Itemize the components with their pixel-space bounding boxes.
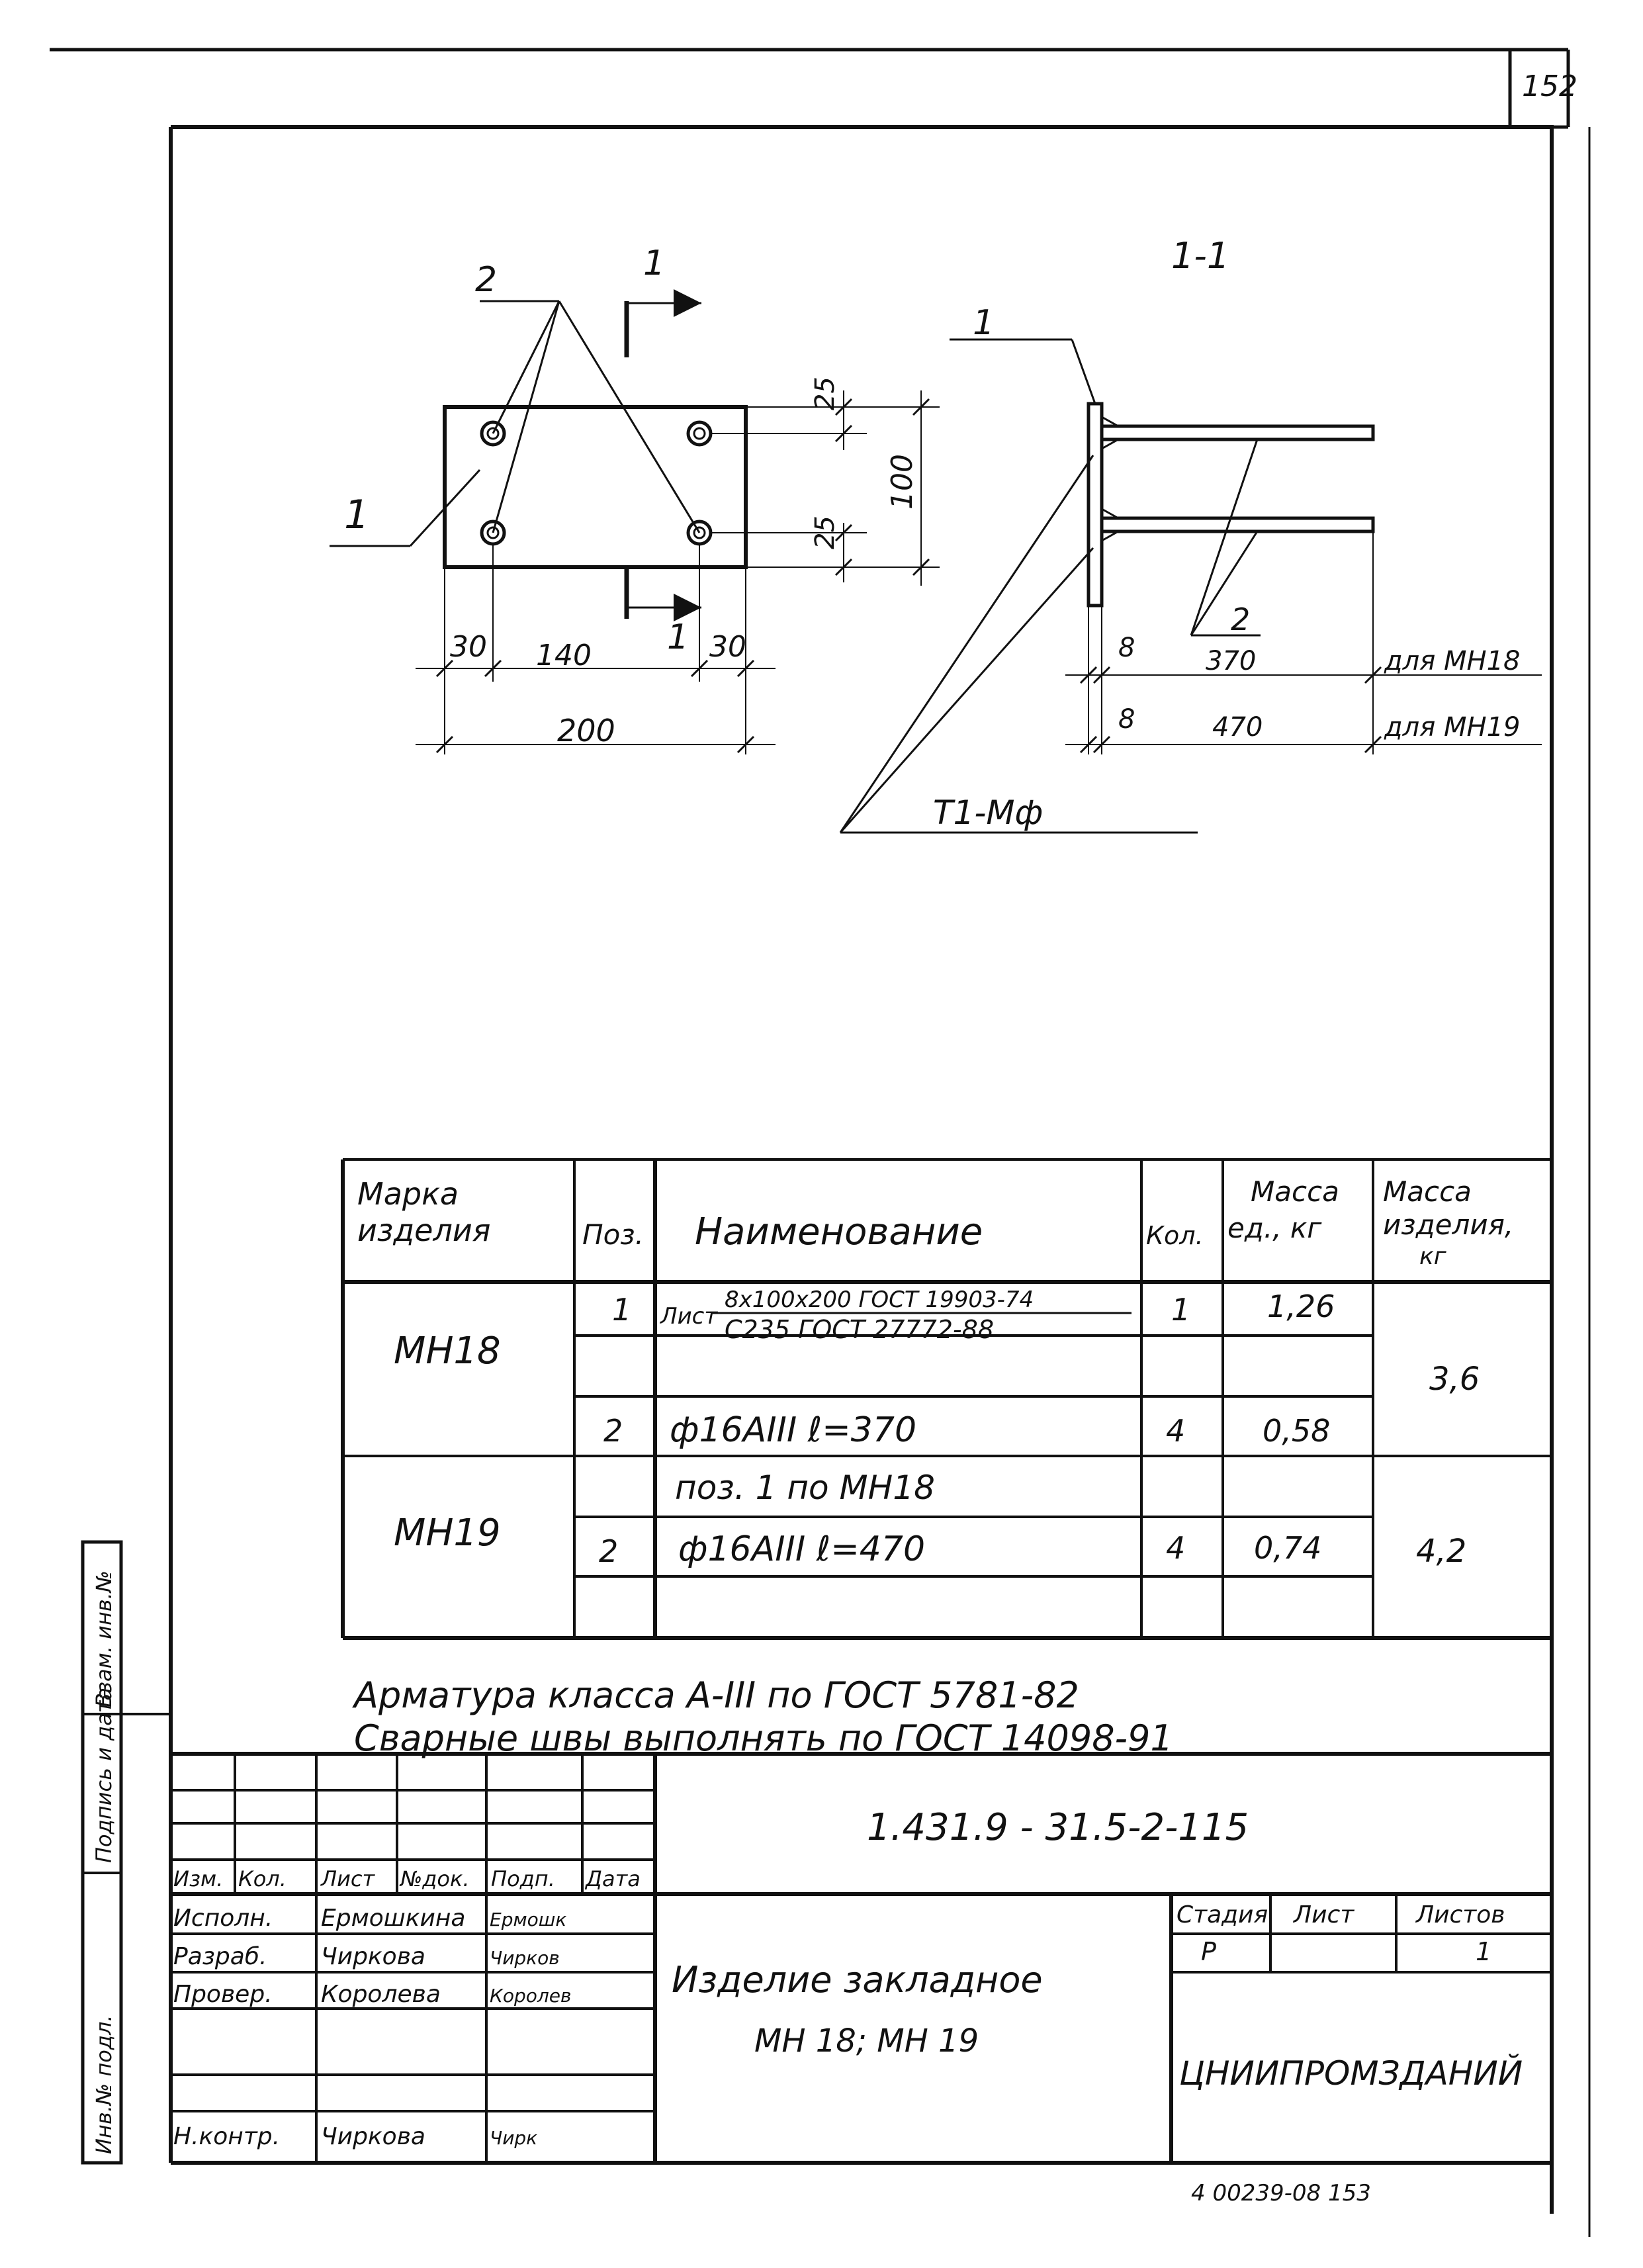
col-list: Лист <box>320 1866 375 1891</box>
dim-100: 100 <box>885 454 919 510</box>
callout-bars: 2 <box>475 260 497 300</box>
col-izm: Изм. <box>173 1866 223 1891</box>
title-line-2: МН 18; МН 19 <box>754 2022 979 2060</box>
role-3: Н.контр. <box>173 2123 280 2150</box>
mn18-mass2: 0,58 <box>1263 1413 1330 1449</box>
hdr-mark-2: изделия <box>357 1212 490 1248</box>
mn18-qty2: 4 <box>1166 1413 1185 1449</box>
hdr-item-mass-2: изделия, <box>1383 1208 1513 1241</box>
col-kol: Кол. <box>238 1866 287 1891</box>
mn18-sheet-top: 8x100x200 ГОСТ 19903-74 <box>725 1287 1034 1313</box>
role-1: Разраб. <box>173 1943 267 1970</box>
hdr-item-mass-1: Масса <box>1383 1175 1472 1208</box>
len-mn18: 370 <box>1206 646 1256 676</box>
org-name: ЦНИИПРОМЗДАНИЙ <box>1179 2054 1523 2093</box>
mn18-qty1: 1 <box>1171 1292 1190 1328</box>
hdr-name: Наименование <box>695 1210 983 1253</box>
stamp-inv: Инв.№ подл. <box>91 2015 116 2154</box>
sheets-value: 1 <box>1476 1937 1491 1966</box>
leader-line <box>1071 339 1096 404</box>
plate-section <box>1087 402 1104 608</box>
sheet-label: Лист <box>1292 1901 1354 1928</box>
hdr-unit-mass-1: Масса <box>1251 1175 1339 1208</box>
col-sign: Подп. <box>491 1866 555 1891</box>
col-date: Дата <box>584 1866 641 1891</box>
mark-mn19: МН19 <box>394 1512 501 1555</box>
hdr-qty: Кол. <box>1146 1221 1204 1250</box>
note-1: Арматура класса А-III по ГОСТ 5781-82 <box>352 1674 1079 1716</box>
footer-number: 4 00239-08 153 <box>1191 2180 1371 2206</box>
stamp-replace: Взам. инв.№ <box>91 1570 116 1707</box>
mark-mn18: МН18 <box>394 1330 501 1373</box>
anchor-bar <box>1100 516 1375 533</box>
title-block-grid <box>171 1752 1552 2165</box>
dim-25-top: 25 <box>810 377 840 410</box>
note-2: Сварные швы выполнять по ГОСТ 14098-91 <box>354 1717 1173 1759</box>
sign-2: Королев <box>490 1985 572 2007</box>
name-3: Чиркова <box>321 2123 425 2150</box>
dim-25-bottom: 25 <box>810 516 840 549</box>
mn19-mass2: 0,74 <box>1254 1530 1321 1566</box>
stamp-sign-date: Подпись и дата <box>91 1688 116 1863</box>
mn19-bar: ф16АIII ℓ=470 <box>678 1529 925 1569</box>
hdr-mark-1: Марка <box>357 1176 459 1212</box>
hdr-item-mass-3: кг <box>1419 1243 1447 1270</box>
hdr-pos: Поз. <box>582 1218 644 1251</box>
thk-1: 8 <box>1118 633 1135 663</box>
weld-symbol: Т1-Мф <box>933 794 1043 832</box>
title-line-1: Изделие закладное <box>672 1959 1043 2001</box>
sign-1: Чирков <box>490 1947 560 1969</box>
plate-plan <box>443 405 748 569</box>
leader-line <box>409 469 481 547</box>
name-0: Ермошкина <box>321 1905 465 1932</box>
mn18-bar: ф16АIII ℓ=370 <box>670 1410 916 1450</box>
dim-30-left: 30 <box>450 630 487 664</box>
dim-200: 200 <box>557 713 615 748</box>
cut-label-bottom: 1 <box>667 617 689 657</box>
mn18-sheet-bottom: С235 ГОСТ 27772-88 <box>725 1315 994 1344</box>
mn19-total: 4,2 <box>1416 1533 1466 1570</box>
leader-line <box>1190 439 1259 636</box>
bar-hole <box>480 420 506 447</box>
mn18-pos1: 1 <box>612 1292 631 1328</box>
dim-140: 140 <box>536 639 592 672</box>
callout-plate-section: 1 <box>973 303 995 343</box>
stage-value: Р <box>1201 1937 1216 1966</box>
stage-label: Стадия <box>1177 1901 1268 1928</box>
sign-3: Чирк <box>490 2127 537 2149</box>
mn18-pos2: 2 <box>603 1413 623 1449</box>
mn18-sheet-word: Лист <box>659 1303 718 1330</box>
mn18-mass1: 1,26 <box>1267 1289 1335 1324</box>
mn19-qty2: 4 <box>1166 1530 1185 1566</box>
dim-30-right: 30 <box>709 630 746 664</box>
name-2: Королева <box>321 1981 441 2008</box>
sheet-number: 152 <box>1522 69 1577 103</box>
spec-table-grid <box>341 1158 1552 1640</box>
side-stamp <box>81 1540 123 2165</box>
anchor-bar <box>1100 424 1375 441</box>
sheets-label: Листов <box>1415 1901 1505 1928</box>
cut-label-top: 1 <box>643 244 665 283</box>
doc-code: 1.431.9 - 31.5-2-115 <box>867 1806 1249 1849</box>
mn19-ref: поз. 1 по МН18 <box>675 1469 935 1507</box>
mn19-pos2: 2 <box>599 1533 618 1569</box>
name-1: Чиркова <box>321 1943 425 1970</box>
thk-2: 8 <box>1118 704 1135 735</box>
for-mn18: для МН18 <box>1384 646 1521 676</box>
col-doc: №док. <box>399 1866 469 1891</box>
frame-border <box>171 125 1554 2214</box>
section-label: 1-1 <box>1171 235 1229 277</box>
callout-bars-section: 2 <box>1231 602 1250 637</box>
bar-hole <box>686 420 713 447</box>
for-mn19: для МН19 <box>1384 712 1521 743</box>
role-2: Провер. <box>173 1981 273 2008</box>
leader-line <box>492 300 560 434</box>
mn18-total: 3,6 <box>1429 1361 1480 1398</box>
len-mn19: 470 <box>1212 712 1263 743</box>
sign-0: Ермошк <box>490 1909 566 1930</box>
callout-plate: 1 <box>344 492 369 538</box>
hdr-unit-mass-2: ед., кг <box>1227 1212 1322 1244</box>
role-0: Исполн. <box>173 1905 273 1932</box>
